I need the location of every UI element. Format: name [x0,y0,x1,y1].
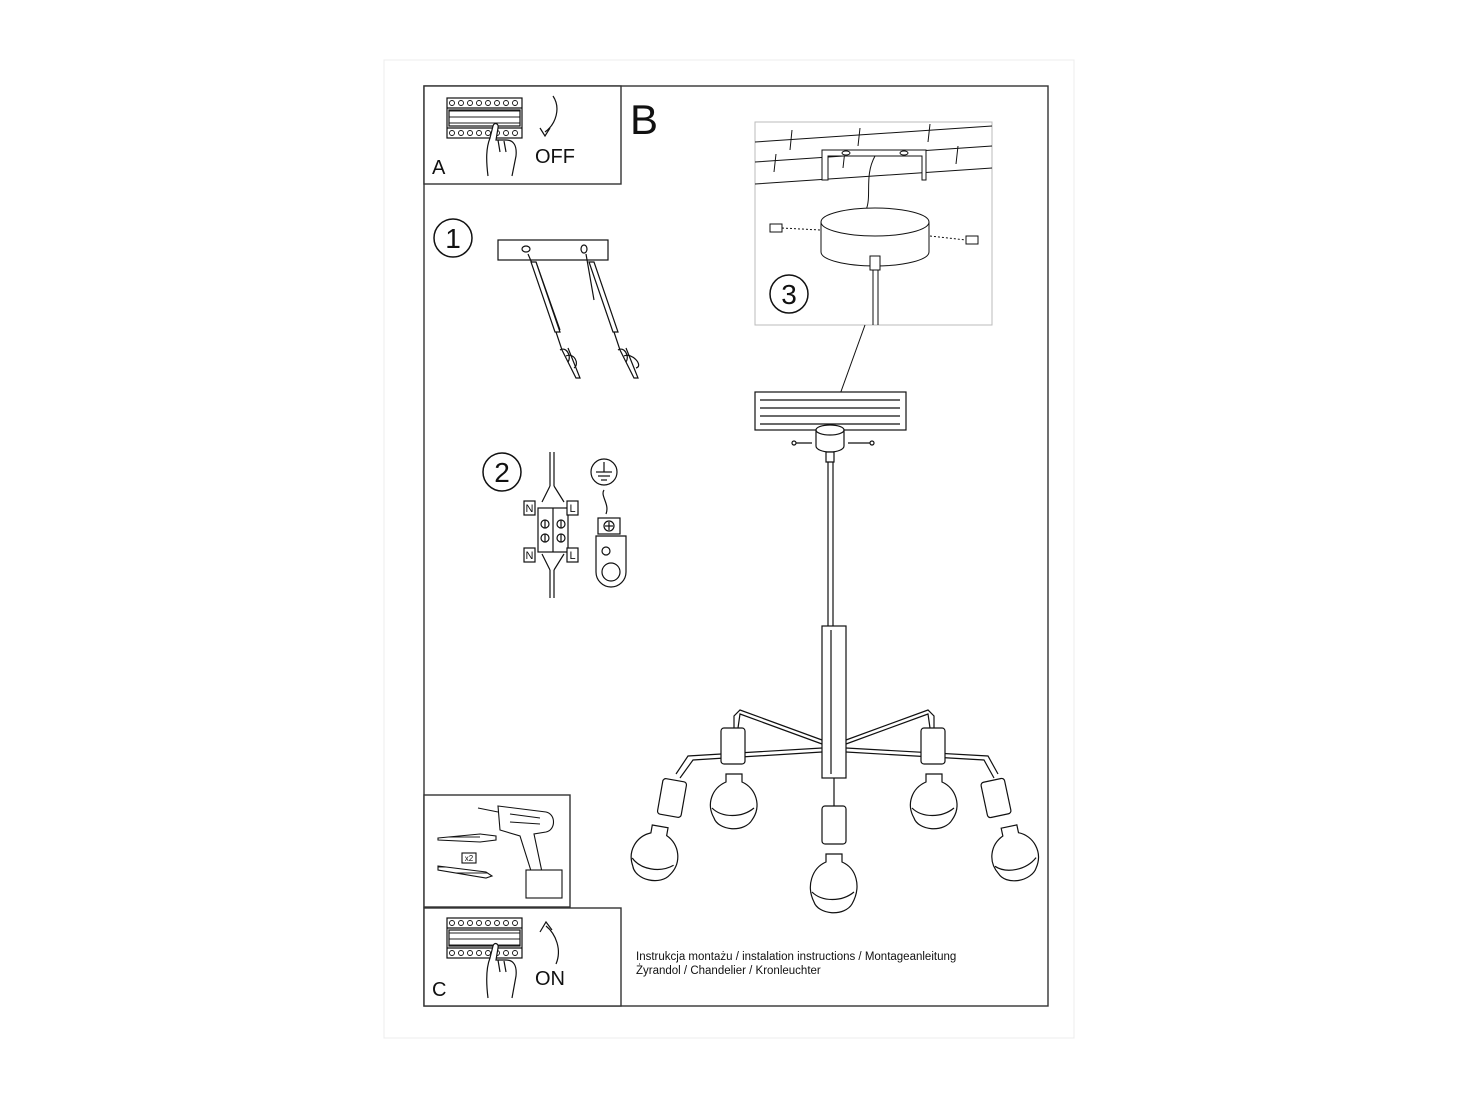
light-bulb [630,824,679,882]
panel-c: ON C [423,907,622,1007]
light-bulb [709,773,758,830]
step-3-number: 3 [781,279,797,310]
step-3-badge [769,274,809,314]
socket [821,805,847,845]
switch-on-label: ON [535,968,565,990]
screw-icon [437,865,494,879]
step-1-badge [433,218,473,258]
step-2-number: 2 [494,457,510,488]
light-bulb [909,773,958,830]
neutral-bottom-label: N [526,550,534,562]
live-bottom-label: L [569,550,575,562]
quantity-label: x2 [465,854,474,863]
panel-a: OFF A [423,85,622,185]
live-top-label: L [569,503,575,515]
main-frame [423,85,1049,1007]
light-bulb [809,853,858,914]
switch-off-label: OFF [535,146,575,168]
step-2-badge [482,452,522,492]
caption-line-2: Żyrandol / Chandelier / Kronleuchter [636,964,821,977]
panel-a-label: A [432,157,446,179]
neutral-top-label: N [526,503,534,515]
breaker-switch-on-icon [446,917,559,999]
ceiling-bracket-icon [754,123,993,325]
step-2: 2 N L N L [482,452,627,598]
breaker-switch-off-icon [446,95,558,177]
central-column [821,625,847,779]
step-1: 1 [433,218,640,379]
socket [720,727,746,765]
light-bulb [991,824,1040,882]
socket [980,777,1012,819]
step-3-detail: 3 [754,121,993,423]
tools-panel: x2 [423,794,571,908]
quantity-badge [461,852,477,864]
wall-plug-icon [437,833,497,843]
terminal-block-icon [523,452,579,598]
chandelier-illustration [630,391,1040,914]
caption-line-1: Instrukcja montażu / instalation instruc… [636,951,956,963]
step-1-number: 1 [445,223,461,254]
ground-terminal-icon [590,458,627,588]
power-drill-icon [477,805,563,899]
socket [920,727,946,765]
panel-b-label: B [630,96,658,143]
mounting-bracket-drilling-icon [497,239,640,379]
socket [656,778,688,818]
panel-c-label: C [432,979,446,1001]
